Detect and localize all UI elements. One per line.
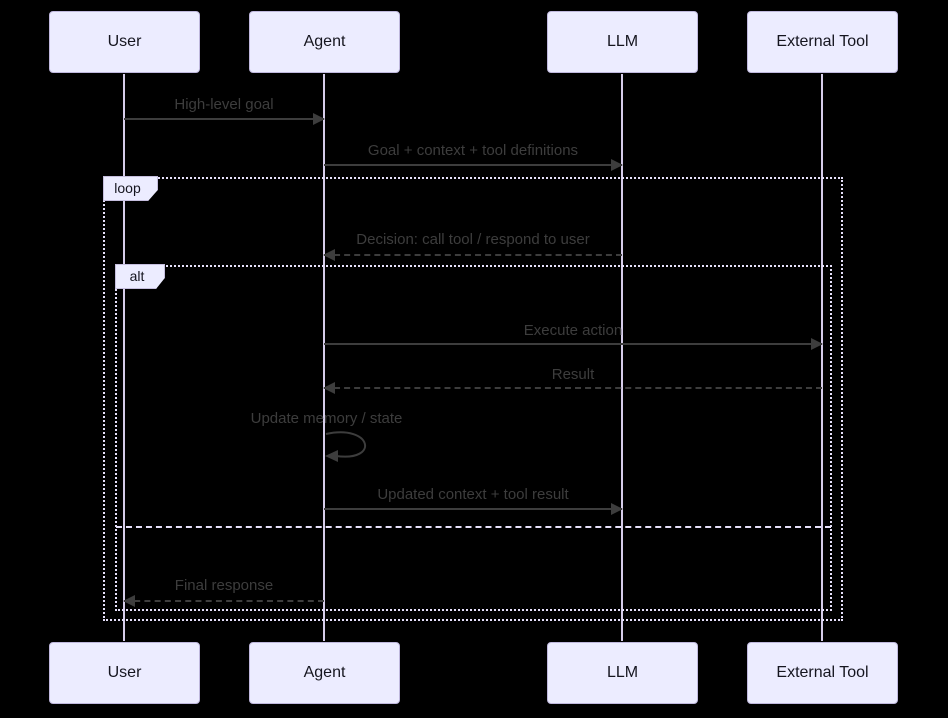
lifeline-user (123, 74, 125, 641)
alt-label-text: alt (129, 267, 145, 284)
actor-user-bottom: User (49, 642, 200, 704)
arrowhead-icon (611, 159, 623, 171)
actor-external-tool-bottom: External Tool (747, 642, 898, 704)
message-arrow-updated-context (324, 503, 623, 515)
actor-external-tool-top: External Tool (747, 11, 898, 73)
message-label-updated-context: Updated context + tool result (377, 486, 569, 503)
message-arrow-decision (323, 249, 622, 261)
message-arrow-high-level-goal (124, 113, 325, 125)
message-arrow-goal-context (324, 159, 623, 171)
message-arrow-execute-action (324, 338, 823, 350)
actor-llm-top: LLM (547, 11, 698, 73)
lifeline-external-tool (821, 74, 823, 641)
actor-label: LLM (606, 33, 639, 50)
lifeline-agent (323, 74, 325, 641)
alt-frame (115, 265, 832, 611)
actor-agent-top: Agent (249, 11, 400, 73)
actor-user-top: User (49, 11, 200, 73)
arrowhead-icon (123, 595, 135, 607)
actor-agent-bottom: Agent (249, 642, 400, 704)
actor-label: External Tool (776, 33, 869, 50)
message-label-update-memory: Update memory / state (250, 410, 403, 427)
actor-llm-bottom: LLM (547, 642, 698, 704)
actor-label: Agent (303, 33, 346, 50)
message-label-high-level-goal: High-level goal (174, 96, 274, 113)
actor-label: Agent (303, 664, 346, 681)
message-label-decision: Decision: call tool / respond to user (356, 231, 590, 248)
actor-label: User (107, 664, 142, 681)
message-arrow-final-response (123, 595, 324, 607)
message-label-result: Result (551, 366, 595, 383)
message-label-final-response: Final response (174, 577, 274, 594)
arrowhead-icon (611, 503, 623, 515)
arrowhead-icon (323, 382, 335, 394)
actor-label: External Tool (776, 664, 869, 681)
arrowhead-icon (323, 249, 335, 261)
arrowhead-icon (313, 113, 325, 125)
message-label-execute-action: Execute action (523, 322, 623, 339)
lifeline-llm (621, 74, 623, 641)
actor-label: LLM (606, 664, 639, 681)
loop-frame-label: loop (103, 176, 158, 201)
arrowhead-icon (811, 338, 823, 350)
arrowhead-icon (325, 450, 338, 462)
self-loop-arrow (325, 431, 366, 462)
alt-divider (116, 526, 831, 528)
message-label-goal-context: Goal + context + tool definitions (367, 142, 579, 159)
actor-label: User (107, 33, 142, 50)
loop-frame (103, 177, 843, 621)
message-arrow-result (323, 382, 822, 394)
loop-label-text: loop (114, 179, 141, 196)
alt-frame-label: alt (115, 264, 165, 289)
